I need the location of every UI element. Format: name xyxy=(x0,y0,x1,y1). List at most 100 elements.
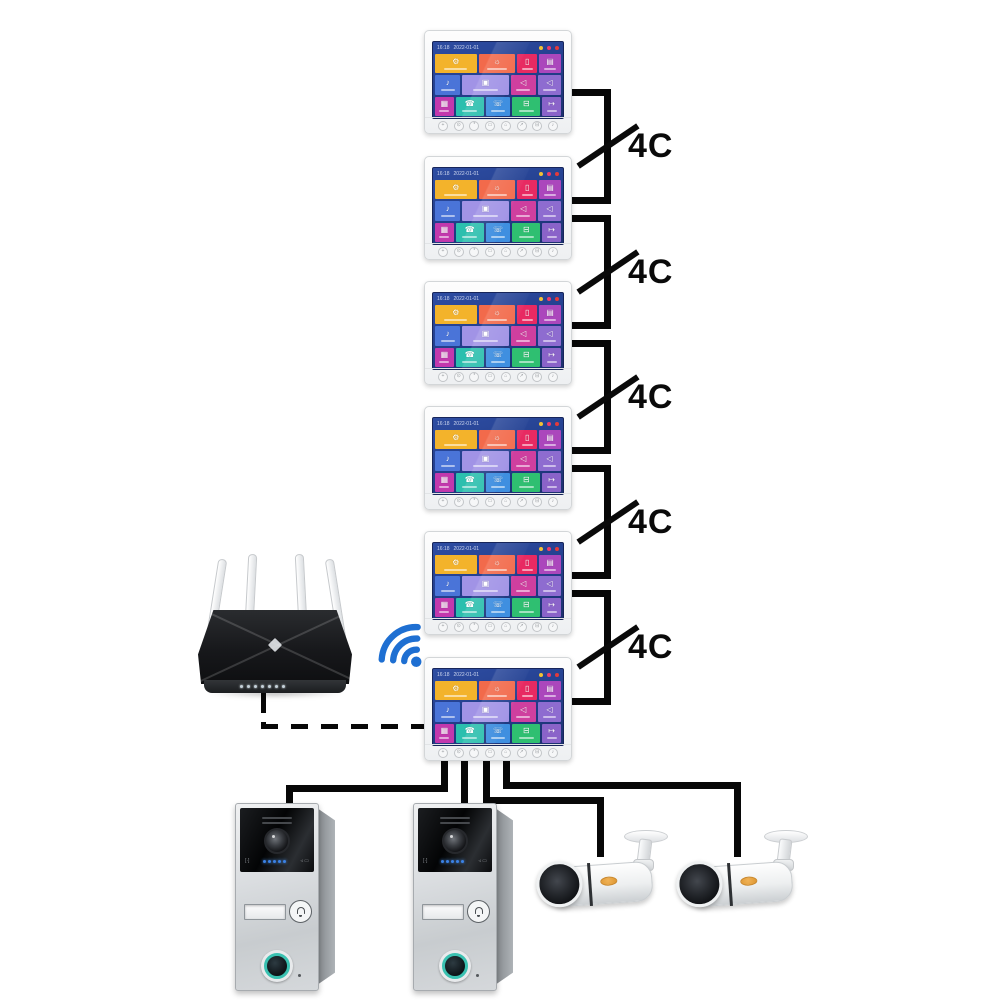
monitor-key-8[interactable]: ♪ xyxy=(547,496,558,507)
tile-phone[interactable]: ☏ xyxy=(485,723,511,743)
tile-volume-2[interactable]: ◁ xyxy=(537,75,561,95)
monitor-key-5[interactable]: ⌂ xyxy=(500,371,511,382)
tile-phone[interactable]: ☏ xyxy=(485,347,511,367)
monitor-key-3[interactable]: * xyxy=(469,747,480,758)
tile-calendar[interactable]: ▦ xyxy=(435,472,454,492)
monitor-key-2[interactable]: ⊙ xyxy=(453,120,464,131)
tile-calendar[interactable]: ▦ xyxy=(435,597,454,617)
tile-calendar[interactable]: ▦ xyxy=(435,347,454,367)
monitor-key-3[interactable]: * xyxy=(469,496,480,507)
monitor-key-1[interactable]: + xyxy=(438,496,448,507)
call-button[interactable] xyxy=(261,950,293,982)
tile-intercom[interactable]: ▯ xyxy=(517,180,537,200)
monitor-key-6[interactable]: ↗ xyxy=(516,246,527,257)
tile-intercom[interactable]: ▯ xyxy=(517,305,537,325)
tile-settings[interactable]: ⚙ xyxy=(435,54,477,74)
tile-volume[interactable]: ◁ xyxy=(510,451,536,471)
monitor-key-8[interactable]: ♪ xyxy=(547,747,558,758)
tile-menu[interactable]: ▤ xyxy=(538,555,561,575)
tile-call[interactable]: ☎ xyxy=(455,472,484,492)
tile-calendar[interactable]: ▦ xyxy=(435,723,454,743)
monitor-key-3[interactable]: * xyxy=(469,246,480,257)
monitor-key-6[interactable]: ↗ xyxy=(516,747,527,758)
monitor-key-1[interactable]: + xyxy=(438,246,448,257)
tile-volume-2[interactable]: ◁ xyxy=(537,451,561,471)
monitor-key-4[interactable]: ▭ xyxy=(485,246,496,257)
tile-exit[interactable]: ↦ xyxy=(542,96,561,116)
tile-photos[interactable]: ▣ xyxy=(462,326,509,346)
tile-menu[interactable]: ▤ xyxy=(538,430,561,450)
tile-volume[interactable]: ◁ xyxy=(510,702,536,722)
tile-brightness[interactable]: ☼ xyxy=(478,54,516,74)
monitor-key-3[interactable]: * xyxy=(469,621,480,632)
monitor-key-7[interactable]: ⊟ xyxy=(532,747,543,758)
monitor-key-2[interactable]: ⊙ xyxy=(453,496,464,507)
tile-garage[interactable]: ⊟ xyxy=(512,347,541,367)
monitor-key-7[interactable]: ⊟ xyxy=(532,621,543,632)
monitor-key-4[interactable]: ▭ xyxy=(485,747,496,758)
tile-exit[interactable]: ↦ xyxy=(542,723,561,743)
tile-volume[interactable]: ◁ xyxy=(510,576,536,596)
call-button[interactable] xyxy=(439,950,471,982)
tile-settings[interactable]: ⚙ xyxy=(435,430,477,450)
monitor-key-4[interactable]: ▭ xyxy=(485,120,496,131)
tile-calendar[interactable]: ▦ xyxy=(435,96,454,116)
monitor-key-2[interactable]: ⊙ xyxy=(453,747,464,758)
monitor-key-5[interactable]: ⌂ xyxy=(500,246,511,257)
tile-volume-2[interactable]: ◁ xyxy=(537,201,561,221)
monitor-key-5[interactable]: ⌂ xyxy=(500,120,511,131)
tile-volume-2[interactable]: ◁ xyxy=(537,326,561,346)
tile-phone[interactable]: ☏ xyxy=(485,222,511,242)
monitor-key-4[interactable]: ▭ xyxy=(485,496,496,507)
tile-volume-2[interactable]: ◁ xyxy=(537,702,561,722)
monitor-key-8[interactable]: ♪ xyxy=(547,371,558,382)
tile-settings[interactable]: ⚙ xyxy=(435,180,477,200)
monitor-key-5[interactable]: ⌂ xyxy=(500,747,511,758)
monitor-key-4[interactable]: ▭ xyxy=(485,621,496,632)
tile-phone[interactable]: ☏ xyxy=(485,472,511,492)
tile-volume[interactable]: ◁ xyxy=(510,326,536,346)
tile-brightness[interactable]: ☼ xyxy=(478,555,516,575)
monitor-key-1[interactable]: + xyxy=(438,621,448,632)
tile-call[interactable]: ☎ xyxy=(455,347,484,367)
tile-photos[interactable]: ▣ xyxy=(462,75,509,95)
tile-exit[interactable]: ↦ xyxy=(542,222,561,242)
tile-phone[interactable]: ☏ xyxy=(485,597,511,617)
monitor-key-5[interactable]: ⌂ xyxy=(500,496,511,507)
tile-music[interactable]: ♪ xyxy=(435,451,461,471)
monitor-key-7[interactable]: ⊟ xyxy=(532,120,543,131)
tile-intercom[interactable]: ▯ xyxy=(517,54,537,74)
tile-brightness[interactable]: ☼ xyxy=(478,430,516,450)
monitor-key-3[interactable]: * xyxy=(469,371,480,382)
tile-volume[interactable]: ◁ xyxy=(510,201,536,221)
doorbell-button[interactable] xyxy=(467,900,490,923)
tile-music[interactable]: ♪ xyxy=(435,576,461,596)
tile-brightness[interactable]: ☼ xyxy=(478,681,516,701)
monitor-key-8[interactable]: ♪ xyxy=(547,621,558,632)
tile-garage[interactable]: ⊟ xyxy=(512,723,541,743)
tile-photos[interactable]: ▣ xyxy=(462,451,509,471)
monitor-key-8[interactable]: ♪ xyxy=(547,246,558,257)
tile-volume-2[interactable]: ◁ xyxy=(537,576,561,596)
tile-calendar[interactable]: ▦ xyxy=(435,222,454,242)
monitor-key-6[interactable]: ↗ xyxy=(516,371,527,382)
monitor-key-4[interactable]: ▭ xyxy=(485,371,496,382)
tile-music[interactable]: ♪ xyxy=(435,326,461,346)
tile-settings[interactable]: ⚙ xyxy=(435,305,477,325)
tile-photos[interactable]: ▣ xyxy=(462,702,509,722)
tile-menu[interactable]: ▤ xyxy=(538,305,561,325)
monitor-key-7[interactable]: ⊟ xyxy=(532,496,543,507)
monitor-key-1[interactable]: + xyxy=(438,120,448,131)
tile-phone[interactable]: ☏ xyxy=(485,96,511,116)
tile-garage[interactable]: ⊟ xyxy=(512,472,541,492)
tile-garage[interactable]: ⊟ xyxy=(512,597,541,617)
tile-photos[interactable]: ▣ xyxy=(462,201,509,221)
monitor-key-2[interactable]: ⊙ xyxy=(453,621,464,632)
tile-volume[interactable]: ◁ xyxy=(510,75,536,95)
tile-settings[interactable]: ⚙ xyxy=(435,681,477,701)
tile-exit[interactable]: ↦ xyxy=(542,347,561,367)
doorbell-button[interactable] xyxy=(289,900,312,923)
tile-intercom[interactable]: ▯ xyxy=(517,430,537,450)
tile-menu[interactable]: ▤ xyxy=(538,681,561,701)
monitor-key-8[interactable]: ♪ xyxy=(547,120,558,131)
